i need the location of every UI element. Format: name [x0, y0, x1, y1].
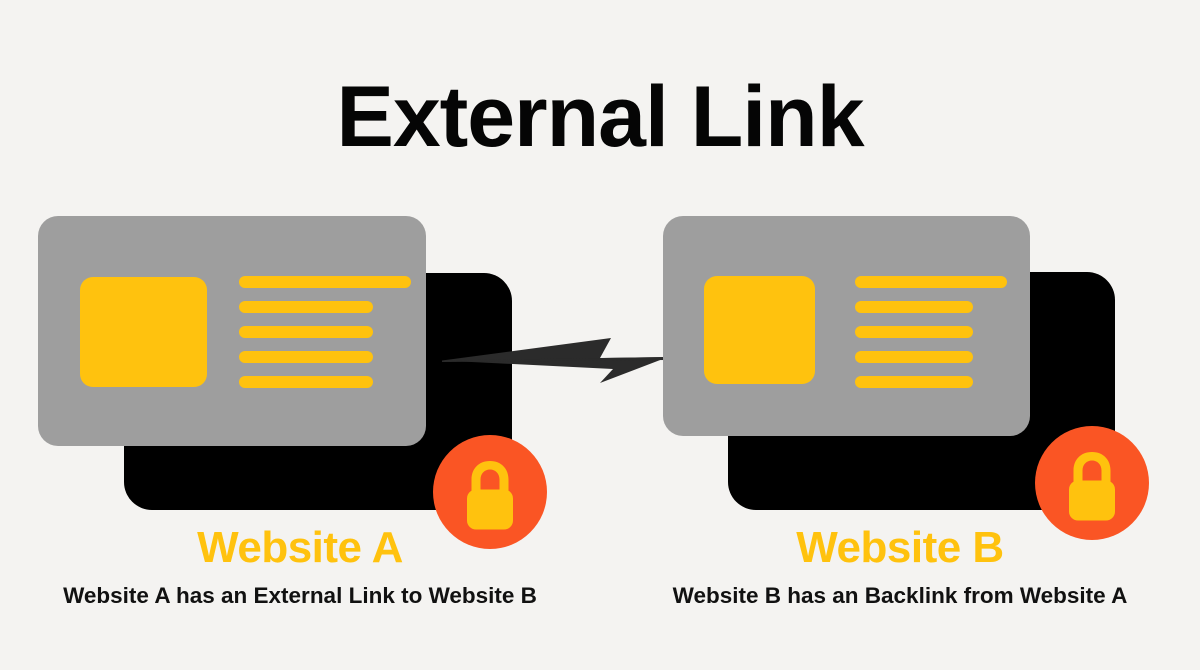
- website-card-a[interactable]: [38, 216, 426, 446]
- text-line: [855, 376, 973, 388]
- lock-icon: [433, 435, 547, 549]
- text-line: [239, 326, 373, 338]
- arrow-right-icon-wrap: [430, 320, 680, 400]
- text-lines-a: [239, 276, 411, 388]
- page-title: External Link: [336, 69, 864, 165]
- caption-block-a: Website A Website A has an External Link…: [0, 523, 600, 611]
- website-a-group: Website A Website A has an External Link…: [0, 216, 600, 611]
- website-b-group: Website B Website B has an Backlink from…: [600, 0, 1200, 670]
- caption-title-a: Website A: [197, 523, 403, 572]
- arrow-right-icon: [442, 338, 668, 383]
- image-placeholder-b: [704, 276, 815, 384]
- text-line: [855, 301, 973, 313]
- lock-icon: [1035, 426, 1149, 540]
- image-placeholder-a: [80, 277, 207, 387]
- text-line: [855, 276, 1007, 288]
- text-line: [855, 326, 973, 338]
- text-lines-b: [855, 276, 1007, 388]
- text-line: [239, 301, 373, 313]
- website-card-b[interactable]: [663, 216, 1030, 436]
- lock-icon-badge-b[interactable]: [1035, 426, 1149, 540]
- lock-icon-badge-a[interactable]: [433, 435, 547, 549]
- caption-title-b: Website B: [796, 523, 1004, 572]
- text-line: [855, 351, 973, 363]
- text-line: [239, 351, 373, 363]
- text-line: [239, 276, 411, 288]
- text-line: [239, 376, 373, 388]
- caption-sub-a: Website A has an External Link to Websit…: [63, 583, 537, 609]
- caption-sub-b: Website B has an Backlink from Website A: [672, 583, 1128, 609]
- caption-block-b: Website B Website B has an Backlink from…: [600, 523, 1200, 611]
